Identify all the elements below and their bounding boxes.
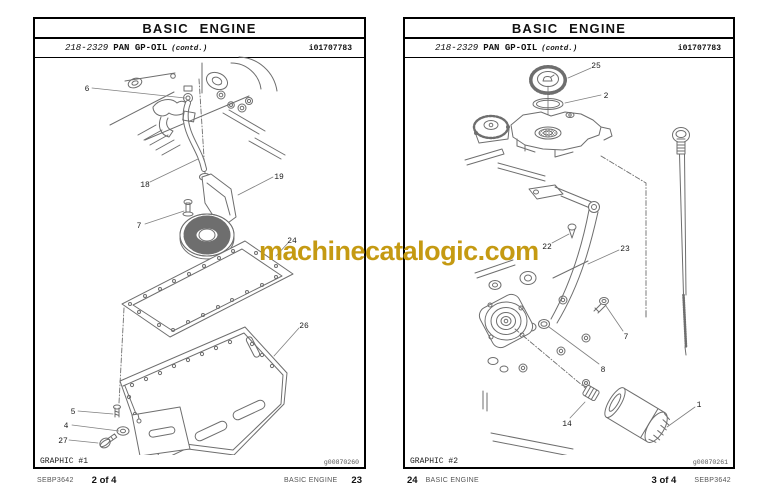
callout-23: 23 [620, 245, 630, 254]
callout-7: 7 [624, 333, 629, 342]
callout-24: 24 [287, 237, 297, 246]
callout-2: 2 [604, 92, 609, 101]
callout-7: 7 [137, 222, 142, 231]
page-title: BASIC ENGINE [405, 19, 733, 39]
callout-27: 27 [58, 437, 68, 446]
section-name: BASIC ENGINE [284, 476, 338, 484]
graphic-code: g00870260 [323, 459, 359, 466]
contd-label: (contd.) [171, 45, 208, 53]
graphic-code: g00870261 [692, 459, 728, 466]
manual-code: SEBP3642 [694, 476, 731, 484]
manual-code: SEBP3642 [37, 476, 74, 484]
callout-1: 1 [697, 401, 702, 410]
callout-4: 4 [64, 422, 69, 431]
callout-19: 19 [274, 173, 284, 182]
page-number: 23 [351, 474, 362, 486]
part-number: 218-2329 [435, 43, 479, 53]
callout-6: 6 [85, 85, 90, 94]
exploded-diagram-oil-filter: 25 2 22 23 7 8 14 1 [464, 62, 702, 455]
graphic-label: GRAPHIC #1 [40, 457, 89, 466]
part-subtitle: 218-2329 PAN GP-OIL(contd.) [435, 43, 577, 53]
page-title-text: BASIC ENGINE [511, 20, 627, 36]
callout-25: 25 [591, 62, 601, 71]
callout-22: 22 [542, 243, 552, 252]
page-title-text: BASIC ENGINE [142, 20, 257, 36]
part-subtitle: 218-2329 PAN GP-OIL(contd.) [65, 43, 207, 53]
page-title: BASIC ENGINE [35, 19, 364, 39]
graphic-label: GRAPHIC #2 [410, 457, 459, 466]
part-subtitle-row: 218-2329 PAN GP-OIL(contd.) i01707783 [405, 39, 733, 58]
page-number: 24 [407, 474, 418, 486]
part-subtitle-row: 218-2329 PAN GP-OIL(contd.) i01707783 [35, 39, 364, 58]
graphic-caption-row: GRAPHIC #1 g00870260 [40, 457, 359, 466]
callout-26: 26 [299, 322, 309, 331]
callout-5: 5 [71, 408, 76, 417]
exploded-diagram-oil-pan: 6 18 19 7 24 26 5 4 27 [58, 56, 309, 455]
page-footer-right: 24 BASIC ENGINE 3 of 4 SEBP3642 [403, 473, 735, 487]
part-name: PAN GP-OIL [483, 43, 538, 53]
catalog-page-1: BASIC ENGINE 218-2329 PAN GP-OIL(contd.) … [33, 17, 366, 469]
callout-14: 14 [562, 420, 572, 429]
doc-code: i01707783 [308, 43, 352, 53]
page-footer-left: SEBP3642 2 of 4 BASIC ENGINE 23 [33, 473, 366, 487]
section-name: BASIC ENGINE [425, 476, 479, 484]
callout-18: 18 [140, 181, 150, 190]
watermark-text: machinecatalogic.com [259, 236, 539, 266]
part-name: PAN GP-OIL [113, 43, 168, 53]
sheet-count: 2 of 4 [91, 474, 117, 486]
sheet-count: 3 of 4 [651, 474, 677, 486]
callout-8: 8 [601, 366, 606, 375]
graphic-caption-row: GRAPHIC #2 g00870261 [410, 457, 728, 466]
catalog-page-2: BASIC ENGINE 218-2329 PAN GP-OIL(contd.) … [403, 17, 735, 469]
part-number: 218-2329 [65, 43, 109, 53]
doc-code: i01707783 [677, 43, 721, 53]
contd-label: (contd.) [541, 45, 578, 53]
